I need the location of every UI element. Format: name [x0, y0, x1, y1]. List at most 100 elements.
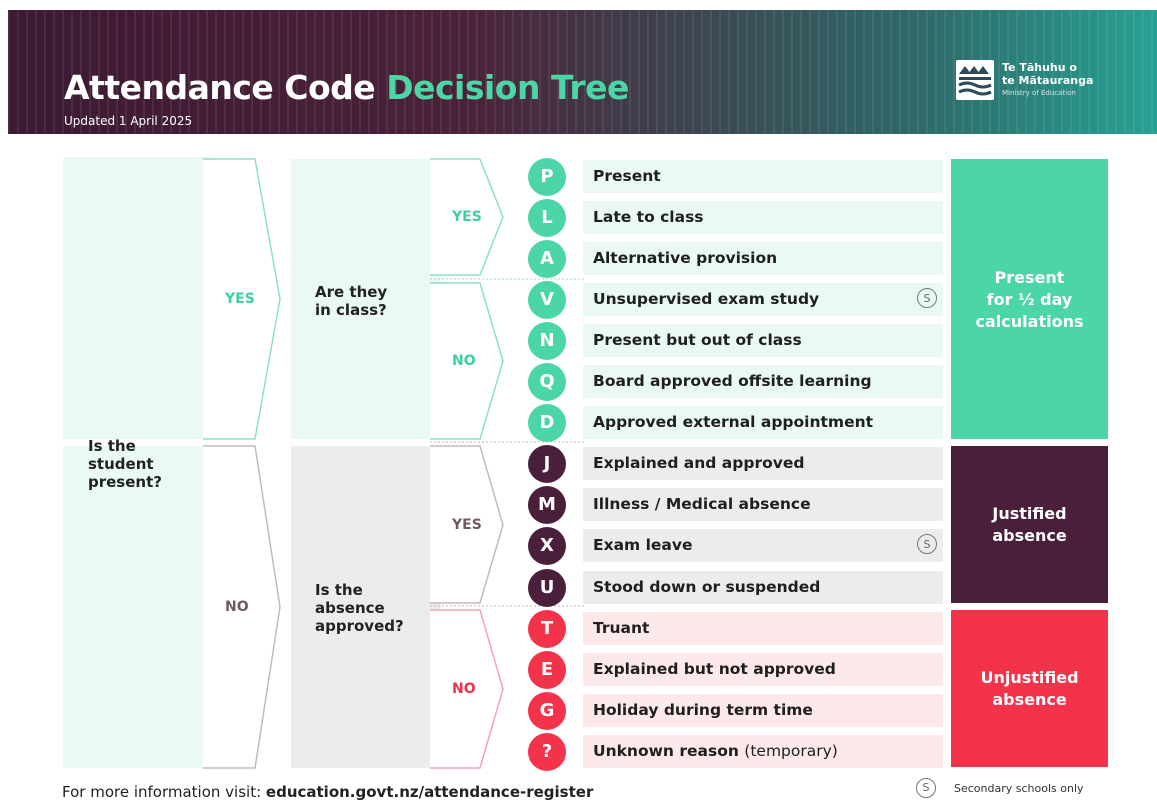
header-banner: Attendance Code Decision Tree Updated 1 … — [8, 10, 1157, 134]
category-present-line1: Present — [994, 268, 1065, 287]
code-label-text: Unknown reason — [593, 742, 739, 760]
code-row: Exam leave S — [583, 529, 943, 562]
code-row: Alternative provision — [583, 242, 943, 275]
title-main: Attendance Code — [64, 68, 376, 107]
code-label: Illness / Medical absence — [593, 495, 811, 513]
q2-yes-arrow — [430, 158, 504, 276]
q3-no-arrow — [430, 609, 504, 769]
secondary-legend-text: Secondary schools only — [954, 782, 1084, 795]
code-label-text: Present — [593, 167, 661, 185]
code-row: Explained but not approved — [583, 653, 943, 686]
code-row: Present but out of class — [583, 324, 943, 357]
code-badge-x: X — [528, 527, 566, 565]
category-unjustified-line2: absence — [992, 690, 1067, 709]
q1-yes-label: YES — [225, 291, 255, 307]
category-present-line2: for ½ day — [986, 290, 1073, 309]
code-row: Stood down or suspended — [583, 571, 943, 604]
code-badge-d: D — [528, 404, 566, 442]
code-label-text: Holiday during term time — [593, 701, 813, 719]
code-badge-u: U — [528, 569, 566, 607]
logo-line3: Ministry of Education — [1002, 89, 1076, 97]
code-badge-l: L — [528, 199, 566, 237]
code-label-text: Present but out of class — [593, 331, 802, 349]
code-label: Board approved offsite learning — [593, 372, 872, 390]
ministry-logo-icon — [956, 60, 994, 100]
code-label-extra: (temporary) — [744, 742, 838, 760]
code-badge-j: J — [528, 445, 566, 483]
code-badge-n: N — [528, 322, 566, 360]
code-label: Explained but not approved — [593, 660, 836, 678]
code-row: Truant — [583, 612, 943, 645]
q3-yes-arrow — [430, 445, 504, 604]
q3-question: Is the absence approved? — [315, 581, 404, 635]
secondary-badge-icon: S — [916, 778, 936, 798]
code-label-text: Illness / Medical absence — [593, 495, 811, 513]
q3-yes-label: YES — [452, 517, 482, 533]
q2-yes-label: YES — [452, 209, 482, 225]
code-label-text: Approved external appointment — [593, 413, 874, 431]
logo-line1: Te Tāhuhu o — [1002, 61, 1077, 74]
title-accent: Decision Tree — [386, 68, 629, 107]
q1-no-arrow — [203, 445, 281, 769]
secondary-badge-icon: S — [917, 534, 937, 554]
code-badge-g: G — [528, 692, 566, 730]
code-label: Truant — [593, 619, 649, 637]
code-row: Unknown reason (temporary) — [583, 735, 943, 768]
code-row: Present — [583, 160, 943, 193]
logo-line2: te Mātauranga — [1002, 74, 1094, 87]
code-row: Approved external appointment — [583, 406, 943, 439]
footer-link[interactable]: education.govt.nz/attendance-register — [265, 783, 594, 801]
ministry-logo: Te Tāhuhu o te Mātauranga Ministry of Ed… — [956, 60, 1106, 104]
page-title: Attendance Code Decision Tree — [64, 68, 629, 107]
code-row: Late to class — [583, 201, 943, 234]
footer-info: For more information visit: education.go… — [62, 783, 593, 801]
category-justified-line1: Justified — [992, 504, 1067, 523]
code-label-text: Board approved offsite learning — [593, 372, 872, 390]
code-row: Illness / Medical absence — [583, 488, 943, 521]
footer-prefix: For more information visit: — [62, 783, 266, 801]
q1-no-panel — [63, 446, 213, 768]
q2-panel — [291, 159, 441, 439]
code-label: Unknown reason (temporary) — [593, 742, 838, 760]
code-row: Board approved offsite learning — [583, 365, 943, 398]
code-badge-t: T — [528, 610, 566, 648]
code-label: Holiday during term time — [593, 701, 813, 719]
q3-no-label: NO — [452, 681, 476, 697]
category-justified-line2: absence — [992, 526, 1067, 545]
q3-panel — [291, 446, 441, 768]
q1-yes-panel — [63, 157, 213, 439]
code-label-text: Unsupervised exam study — [593, 290, 820, 308]
updated-date: Updated 1 April 2025 — [64, 114, 193, 128]
code-label-text: Alternative provision — [593, 249, 778, 267]
code-badge-v: V — [528, 281, 566, 319]
category-unjustified: Unjustified absence — [951, 610, 1108, 767]
code-badge-e: E — [528, 651, 566, 689]
q2-no-label: NO — [452, 353, 476, 369]
category-unjustified-line1: Unjustified — [980, 668, 1079, 687]
q1-no-label: NO — [225, 599, 249, 615]
category-justified: Justified absence — [951, 446, 1108, 603]
code-label-text: Stood down or suspended — [593, 578, 821, 596]
code-label: Exam leave — [593, 536, 693, 554]
code-badge-p: P — [528, 158, 566, 196]
q1-yes-arrow — [203, 158, 281, 440]
code-label: Unsupervised exam study — [593, 290, 819, 308]
code-label: Alternative provision — [593, 249, 777, 267]
code-badge-m: M — [528, 486, 566, 524]
q2-question: Are they in class? — [315, 283, 388, 319]
category-present-line3: calculations — [975, 312, 1084, 331]
code-label-text: Truant — [593, 619, 650, 637]
code-row: Explained and approved — [583, 447, 943, 480]
code-label: Explained and approved — [593, 454, 804, 472]
code-label-text: Explained but not approved — [593, 660, 836, 678]
code-label-text: Explained and approved — [593, 454, 805, 472]
code-row: Holiday during term time — [583, 694, 943, 727]
code-label: Late to class — [593, 208, 704, 226]
code-label: Stood down or suspended — [593, 578, 820, 596]
code-label: Present but out of class — [593, 331, 802, 349]
category-present: Present for ½ day calculations — [951, 159, 1108, 439]
code-badge-a: A — [528, 240, 566, 278]
code-label: Present — [593, 167, 661, 185]
